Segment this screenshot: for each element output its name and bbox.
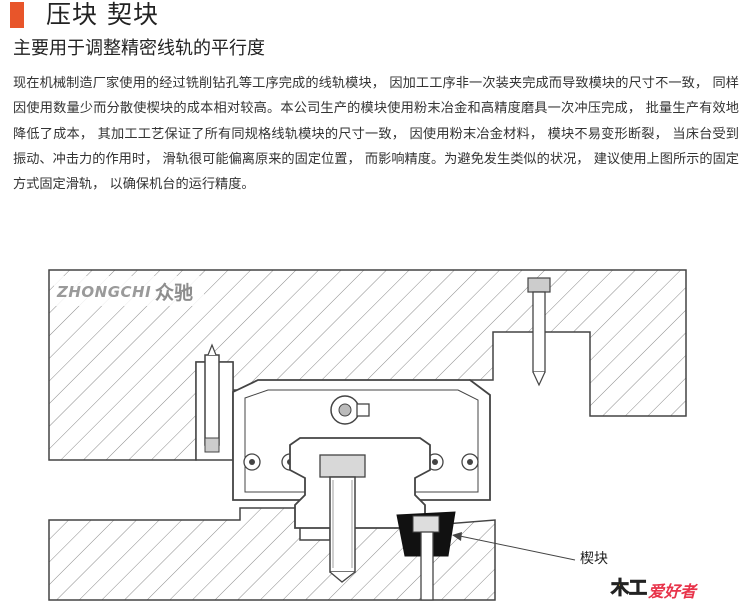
watermark-part1: 木工 — [611, 578, 648, 600]
left-pressing-block — [195, 343, 234, 461]
watermark-part2: 爱好者 — [648, 582, 697, 601]
linear-guide-diagram — [48, 269, 687, 601]
brand-logo-en: ZHONGCHI — [57, 283, 152, 301]
title-accent-mark — [10, 2, 24, 28]
wedge-label: 楔块 — [580, 551, 608, 567]
page-title: 压块 契块 — [46, 0, 159, 29]
top-right-screw — [527, 277, 551, 387]
brand-logo-cn: 众驰 — [155, 282, 194, 304]
guide-rail — [289, 437, 431, 583]
title-bar: 压块 契块 — [0, 0, 400, 32]
wedge-block — [396, 511, 576, 601]
page-subtitle: 主要用于调整精密线轨的平行度 — [13, 38, 265, 59]
description-paragraph: 现在机械制造厂家使用的经过铣削钻孔等工序完成的线轨模块， 因加工工序非一次装夹完… — [13, 76, 739, 193]
brand-backdrop — [54, 276, 204, 306]
